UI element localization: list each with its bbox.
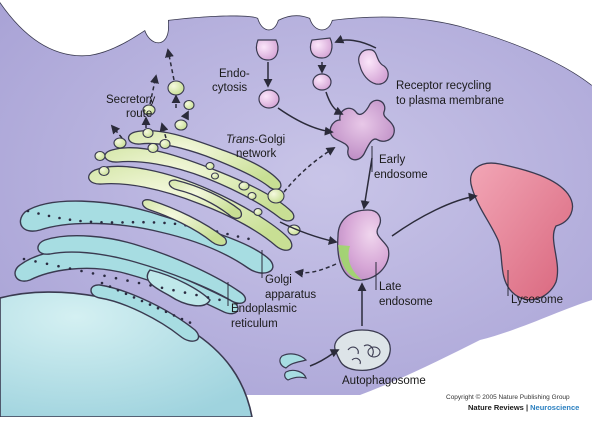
arrows-solid xyxy=(263,34,478,367)
ribosome-dot xyxy=(22,257,26,261)
phagophore xyxy=(279,353,308,381)
ribosome-dot xyxy=(137,281,141,285)
early-endosome xyxy=(329,99,395,161)
label-endocytosis-2: cytosis xyxy=(212,82,247,94)
ribosome-dot xyxy=(160,286,164,290)
golgi-apparatus xyxy=(88,129,295,251)
ribosome-dot xyxy=(164,310,168,314)
endocytic-vesicles xyxy=(255,37,389,109)
label-tgn-network: network xyxy=(236,148,277,160)
lysosome xyxy=(470,162,573,301)
ribosome-dot xyxy=(110,221,114,224)
autophagosome xyxy=(334,329,391,372)
label-golgi-1: Golgi xyxy=(265,274,292,286)
ribosome-dot xyxy=(149,284,152,287)
label-secretory-1: Secretory xyxy=(106,94,155,106)
ribosome-dot xyxy=(121,221,124,224)
label-late-1: Late xyxy=(379,281,401,293)
label-receptor-2: to plasma membrane xyxy=(396,95,504,107)
label-tgn-1: Trans-Golgi xyxy=(226,134,285,146)
ribosome-dot xyxy=(79,219,82,223)
ribosome-dot xyxy=(173,222,177,226)
ribosome-dot xyxy=(236,235,240,238)
label-late-2: endosome xyxy=(379,296,433,308)
ribosome-dot xyxy=(68,267,72,270)
label-endocytosis-1: Endo- xyxy=(219,68,250,80)
ribosome-dot xyxy=(148,303,152,306)
journal-sep: | xyxy=(524,403,530,412)
endoplasmic-reticulum xyxy=(14,200,274,342)
ribosome-dot xyxy=(247,237,250,241)
ribosome-dot xyxy=(152,221,156,224)
label-er-2: reticulum xyxy=(231,318,278,330)
ribosome-dot xyxy=(163,221,166,225)
label-receptor-1: Receptor recycling xyxy=(396,80,491,92)
ribosome-dot xyxy=(206,296,210,299)
ribosome-dot xyxy=(124,292,128,296)
label-secretory-2: route xyxy=(126,108,152,120)
ribosome-dot xyxy=(183,291,187,294)
ribosome-dot xyxy=(131,220,135,224)
ribosome-dot xyxy=(114,276,118,280)
ribosome-dot xyxy=(80,269,83,273)
arrows-dashed xyxy=(110,48,337,278)
journal-credit: Nature Reviews | Neuroscience xyxy=(468,403,579,412)
ribosome-dot xyxy=(132,296,136,299)
ribosome-dot xyxy=(156,306,160,310)
ribosome-dot xyxy=(195,293,198,297)
copyright-text: Copyright © 2005 Nature Publishing Group xyxy=(446,393,570,401)
label-early-1: Early xyxy=(379,154,405,166)
ribosome-dot xyxy=(89,220,93,224)
label-tgn-trans: Trans xyxy=(226,134,255,146)
ribosome-dot xyxy=(103,274,106,278)
ribosome-dot xyxy=(226,232,229,236)
ribosome-dot xyxy=(172,314,176,317)
ribosome-dot xyxy=(108,285,112,288)
label-golgi-2: apparatus xyxy=(265,289,316,301)
label-autophagosome: Autophagosome xyxy=(342,375,426,387)
ribosome-dot xyxy=(188,321,192,324)
ribosome-dot xyxy=(116,288,120,292)
ribosome-dot xyxy=(58,216,61,220)
label-lysosome: Lysosome xyxy=(511,294,563,306)
ribosome-dot xyxy=(47,214,51,218)
ribosome-dot xyxy=(57,264,60,268)
ribosome-dot xyxy=(34,260,37,263)
ribosome-dot xyxy=(26,209,30,213)
ribosome-dot xyxy=(100,281,104,285)
ribosome-dot xyxy=(100,221,103,224)
late-endosome xyxy=(337,209,390,281)
ribosome-dot xyxy=(91,272,95,275)
journal-name-b: Neuroscience xyxy=(530,403,579,412)
ribosome-dot xyxy=(68,218,72,221)
label-er-1: Endoplasmic xyxy=(231,303,297,315)
ribosome-dot xyxy=(218,298,221,302)
ribosome-dot xyxy=(140,299,144,303)
ribosome-dot xyxy=(45,262,49,266)
leader-lines xyxy=(227,146,509,306)
journal-name-a: Nature Reviews xyxy=(468,403,524,412)
label-tgn-golgi: -Golgi xyxy=(255,134,286,146)
cytoplasm xyxy=(0,0,592,395)
ribosome-dot xyxy=(126,279,129,282)
label-early-2: endosome xyxy=(374,169,428,181)
ribosome-dot xyxy=(142,220,145,224)
ribosome-dot xyxy=(37,212,40,215)
ribosome-dot xyxy=(172,288,175,292)
ribosome-dot xyxy=(180,317,184,321)
golgi-vesicles xyxy=(94,80,301,236)
